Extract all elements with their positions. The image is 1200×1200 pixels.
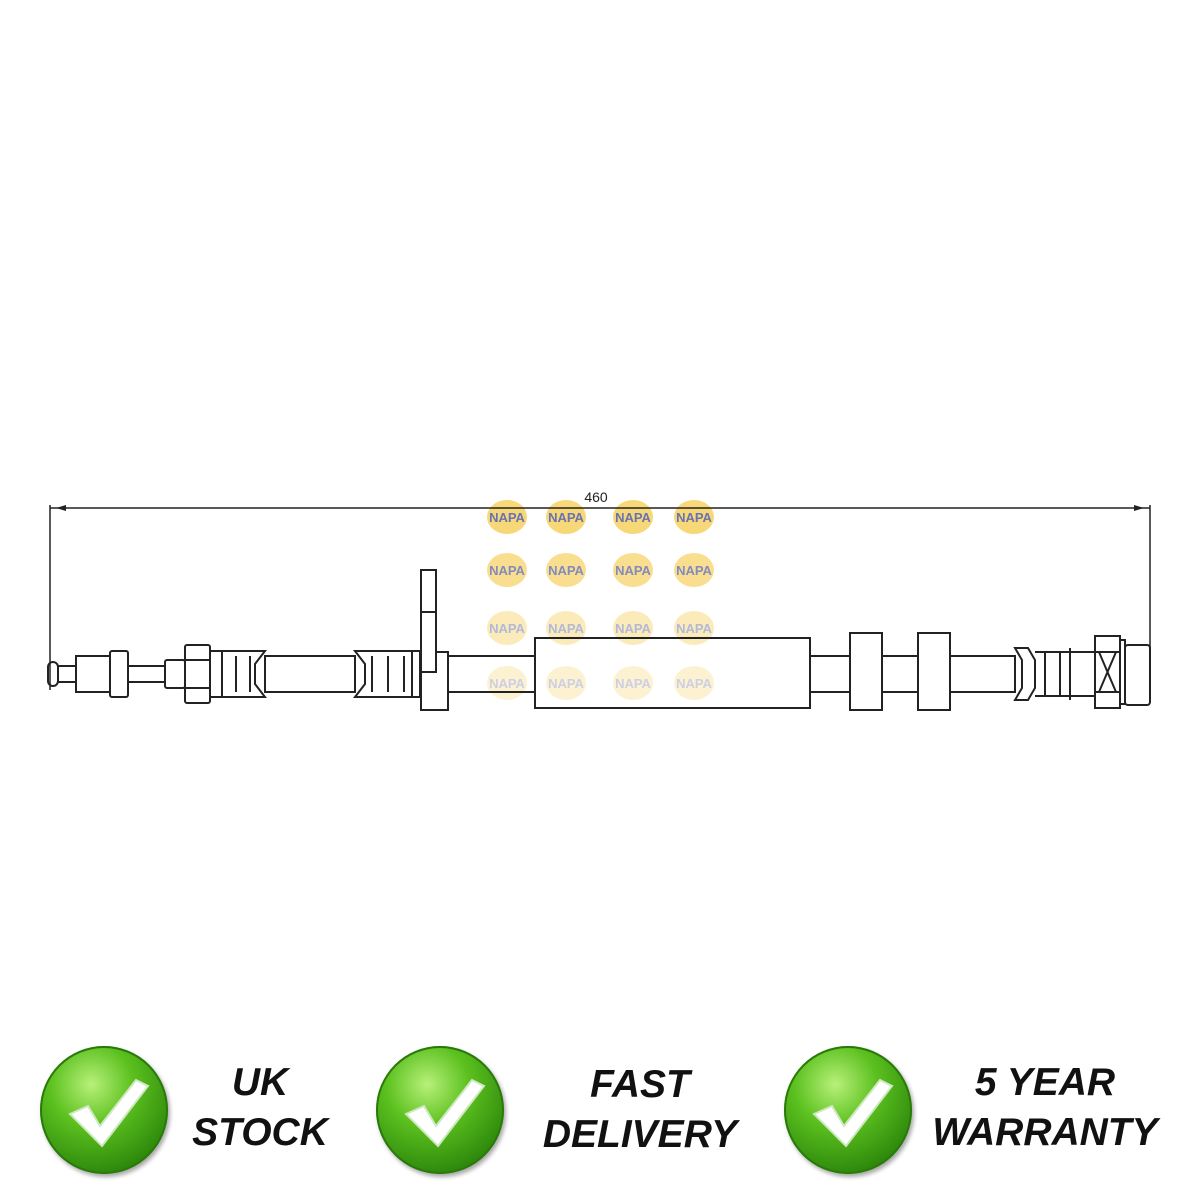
badge-text-warranty: 5 YEAR WARRANTY — [932, 1061, 1158, 1154]
svg-text:NAPA: NAPA — [615, 621, 651, 636]
svg-text:NAPA: NAPA — [489, 621, 525, 636]
napa-watermark: NAPA — [613, 666, 653, 700]
badge-text-fast-delivery: FAST DELIVERY — [542, 1063, 738, 1156]
napa-watermark: NAPA — [674, 500, 714, 534]
napa-watermark-grid: NAPA NAPA NAPA NAPA NAPA NAPA NAPA NAPA NAPA NAPA… — [487, 500, 714, 700]
check-icon — [812, 1078, 894, 1148]
napa-watermark: NAPA — [546, 500, 586, 534]
svg-text:NAPA: NAPA — [676, 621, 712, 636]
napa-watermark: NAPA — [674, 611, 714, 645]
check-badge-fast-delivery — [376, 1046, 504, 1174]
svg-text:NAPA: NAPA — [489, 563, 525, 578]
napa-watermark: NAPA — [613, 553, 653, 587]
napa-watermark: NAPA — [674, 553, 714, 587]
napa-watermark: NAPA — [546, 553, 586, 587]
check-badge-warranty — [784, 1046, 912, 1174]
svg-text:NAPA: NAPA — [676, 676, 712, 691]
dimension-label: 460 — [584, 489, 608, 505]
svg-text:NAPA: NAPA — [489, 510, 525, 525]
svg-text:NAPA: NAPA — [548, 621, 584, 636]
check-icon — [68, 1078, 150, 1148]
check-badge-uk-stock — [40, 1046, 168, 1174]
svg-text:NAPA: NAPA — [615, 676, 651, 691]
svg-text:NAPA: NAPA — [615, 510, 651, 525]
napa-watermark: NAPA — [613, 500, 653, 534]
check-icon — [404, 1078, 486, 1148]
napa-watermark: NAPA — [674, 666, 714, 700]
svg-text:NAPA: NAPA — [676, 563, 712, 578]
napa-watermark: NAPA — [487, 500, 527, 534]
svg-text:NAPA: NAPA — [489, 676, 525, 691]
svg-text:NAPA: NAPA — [548, 510, 584, 525]
napa-watermark: NAPA — [487, 553, 527, 587]
dimension-line: 460 — [49, 489, 1151, 690]
napa-watermark: NAPA — [546, 611, 586, 645]
svg-text:NAPA: NAPA — [676, 510, 712, 525]
svg-text:NAPA: NAPA — [548, 563, 584, 578]
napa-watermark: NAPA — [613, 611, 653, 645]
svg-text:NAPA: NAPA — [548, 676, 584, 691]
napa-watermark: NAPA — [487, 666, 527, 700]
napa-watermark: NAPA — [487, 611, 527, 645]
badge-text-uk-stock: UK STOCK — [192, 1061, 328, 1154]
hose-assembly — [47, 569, 1151, 711]
napa-watermark: NAPA — [546, 666, 586, 700]
svg-text:NAPA: NAPA — [615, 563, 651, 578]
